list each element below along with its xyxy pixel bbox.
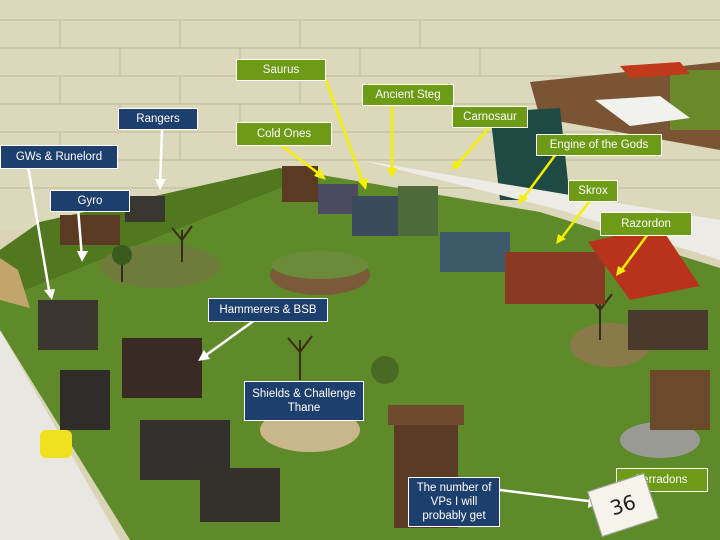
label-cold-ones: Cold Ones — [236, 122, 332, 146]
watch-tower-top — [388, 405, 464, 425]
tree-bush — [112, 245, 132, 265]
fence-left — [60, 215, 120, 245]
arrow-rangers — [158, 129, 164, 187]
board-shade — [0, 168, 300, 300]
fence-top — [282, 166, 318, 202]
arrow-carno — [455, 123, 493, 167]
label-hammerers-bsb: Hammerers & BSB — [208, 298, 328, 322]
frame-left — [0, 258, 30, 308]
arrow-engine — [520, 153, 558, 201]
label-saurus: Saurus — [236, 59, 326, 81]
table-edge-right — [360, 160, 720, 260]
side-table-green — [670, 70, 720, 130]
papers — [595, 96, 690, 126]
arrow-saurus — [324, 79, 366, 187]
label-engine-of-the-gods: Engine of the Gods — [536, 134, 662, 156]
rock-terradons — [620, 422, 700, 458]
hill-plateau-top — [272, 251, 368, 279]
label-rangers: Rangers — [118, 108, 198, 130]
yellow-timer-icon — [40, 430, 72, 458]
label-vps-note: The number of VPs I will probably get — [408, 477, 500, 527]
arrow-gyro — [76, 207, 84, 259]
red-box — [620, 62, 690, 78]
label-razordon: Razordon — [600, 212, 692, 236]
arrow-gws — [26, 165, 52, 297]
arrow-cold-ones — [281, 145, 323, 177]
label-skrox: Skrox — [568, 180, 618, 202]
chair — [490, 108, 570, 200]
arrows — [26, 79, 650, 504]
arrow-skrox — [559, 197, 593, 241]
label-ancient-steg: Ancient Steg — [362, 84, 454, 106]
tree-bush-2 — [371, 356, 399, 384]
arrow-vps — [499, 488, 597, 504]
label-carnosaur: Carnosaur — [452, 106, 528, 128]
army-book — [588, 226, 700, 300]
arrow-razordon — [618, 233, 650, 273]
label-gyro: Gyro — [50, 190, 130, 212]
label-gws-runelord: GWs & Runelord — [0, 145, 118, 169]
miniatures — [38, 184, 710, 522]
label-shields-challenge-thane: Shields & Challenge Thane — [244, 381, 364, 421]
